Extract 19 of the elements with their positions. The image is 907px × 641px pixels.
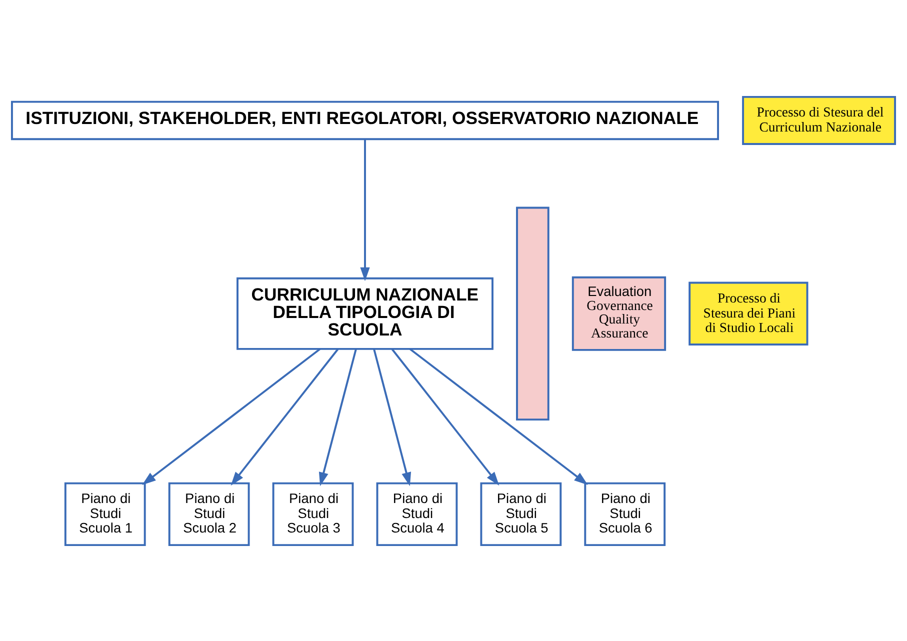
arrow	[360, 138, 370, 281]
node-bar	[516, 206, 550, 420]
node-box: Piano di Studi Scuola 4	[376, 482, 458, 546]
node-box: Evaluation Governance Quality Assurance	[572, 276, 666, 350]
node-box: Piano di Studi Scuola 5	[480, 482, 562, 546]
node-box: CURRICULUM NAZIONALE DELLA TIPOLOGIA DI SCUOLA	[236, 276, 494, 350]
arrow	[142, 348, 321, 484]
arrow	[318, 348, 357, 486]
arrow	[230, 348, 339, 486]
node-box: Piano di Studi Scuola 2	[168, 482, 250, 546]
arrow	[391, 348, 500, 486]
node-box: Piano di Studi Scuola 6	[584, 482, 666, 546]
node-box: ISTITUZIONI, STAKEHOLDER, ENTI REGOLATORI, OSSERVATORIO NAZIONALE	[10, 100, 719, 140]
node-box: Piano di Studi Scuola 1	[64, 482, 146, 546]
arrow	[373, 348, 412, 486]
node-box: Processo di Stesura dei Piani di Studio Locali	[688, 281, 808, 346]
node-box: Piano di Studi Scuola 3	[272, 482, 354, 546]
node-box: Processo di Stesura del Curriculum Nazionale	[742, 95, 896, 144]
arrow	[409, 348, 588, 484]
